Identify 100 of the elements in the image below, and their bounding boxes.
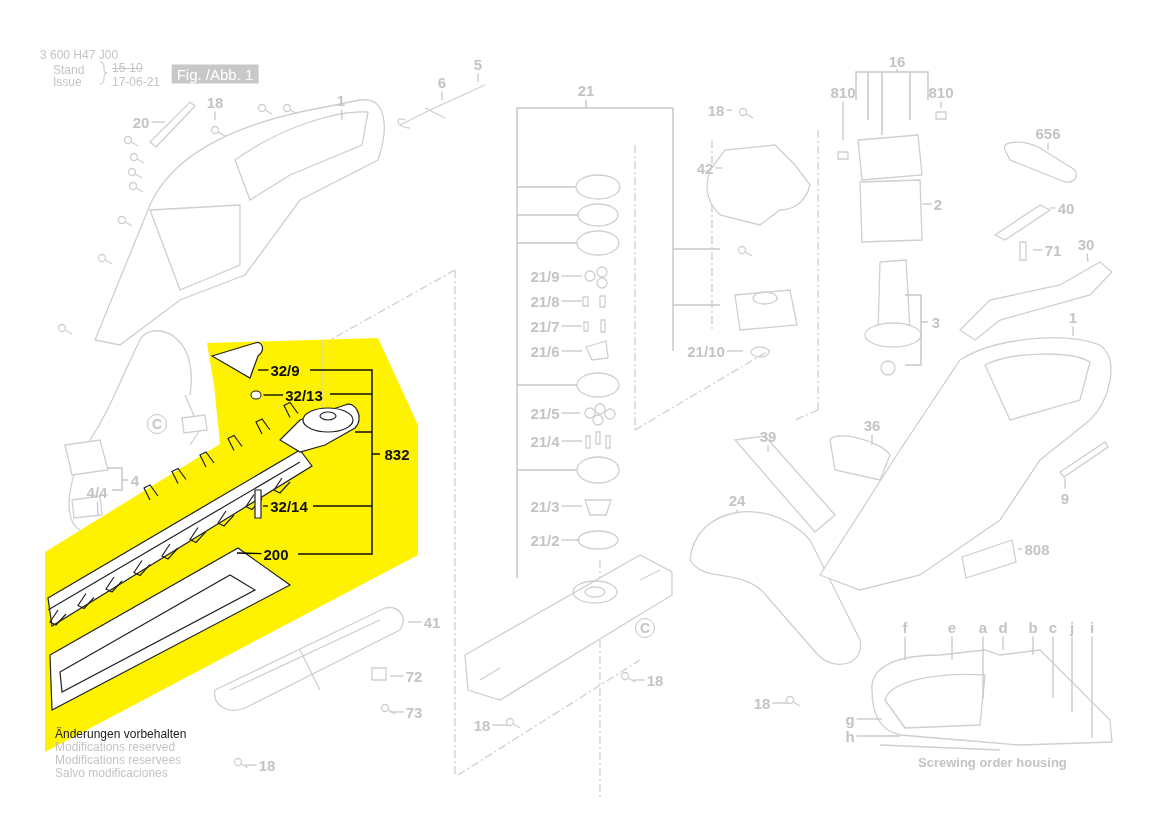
callout-number: f — [902, 618, 908, 636]
callout-number: 18 — [206, 93, 224, 111]
leader-line — [560, 440, 583, 442]
leader-line — [951, 635, 953, 661]
callout-number: 18 — [753, 694, 771, 712]
callout-number: i — [1089, 618, 1095, 636]
callout-number: 832 — [384, 445, 410, 463]
callout-number: b — [1028, 618, 1038, 636]
callout-number: 36 — [863, 416, 881, 434]
callout-number: 21/6 — [530, 342, 560, 360]
text-label: 15-10 — [112, 62, 143, 74]
leader-line — [632, 679, 646, 681]
leader-line — [1072, 325, 1074, 337]
leader-line — [407, 621, 423, 623]
leader-line — [150, 121, 166, 123]
leader-line — [236, 552, 263, 555]
leader-line — [560, 539, 581, 541]
callout-number: 4 — [130, 471, 140, 489]
note-text: Modifications reservees — [55, 754, 182, 766]
callout-number: 40 — [1057, 199, 1075, 217]
note-text: Salvo modificaciones — [55, 767, 168, 779]
leader-line — [1064, 477, 1066, 490]
leader-line — [491, 724, 509, 726]
callout-number: d — [998, 618, 1008, 636]
caption-text: Screwing order housing — [918, 756, 1067, 769]
callout-number: 72 — [405, 667, 423, 685]
leader-line — [560, 325, 583, 327]
leader-line — [340, 108, 343, 121]
callout-number: 21/9 — [530, 267, 560, 285]
leader-line — [1049, 207, 1057, 209]
leader-line — [560, 505, 583, 507]
leader-line — [855, 735, 901, 737]
callout-number: 18 — [473, 716, 491, 734]
callout-number: 41 — [423, 613, 441, 631]
callout-number: c — [1048, 618, 1058, 636]
leader-line — [1002, 635, 1004, 651]
callout-number: 9 — [1060, 489, 1070, 507]
callout-number: 20 — [132, 113, 150, 131]
leader-line — [441, 90, 443, 101]
callout-number: 18 — [646, 671, 664, 689]
nut-part — [250, 390, 262, 400]
callout-number: 16 — [888, 52, 906, 70]
callout-number: 21/4 — [530, 432, 560, 450]
callout-number: g — [845, 710, 855, 728]
leader-line — [767, 444, 769, 453]
leader-line — [560, 300, 583, 302]
callout-number: 656 — [1035, 124, 1061, 142]
callout-number: 200 — [263, 545, 289, 563]
callout-number: 18 — [258, 756, 276, 774]
callout-number: 42 — [696, 159, 714, 177]
leader-line — [560, 275, 583, 277]
leader-line — [560, 350, 583, 352]
leader-line — [871, 433, 873, 446]
callout-number: 32/14 — [270, 497, 308, 515]
leader-line — [1032, 249, 1044, 251]
leader-line — [257, 369, 270, 371]
leader-line — [1091, 635, 1093, 739]
callout-number: 2 — [933, 195, 943, 213]
leader-line — [1086, 252, 1089, 263]
leader-line — [940, 100, 942, 109]
leader-line — [262, 505, 269, 507]
callout-number: 6 — [437, 73, 447, 91]
callout-number: 32/13 — [285, 386, 323, 404]
callout-number: 71 — [1044, 241, 1062, 259]
leader-line — [262, 394, 284, 396]
date-text: 17-06-21 — [112, 76, 161, 88]
callout-number: 18 — [707, 101, 725, 119]
callout-number: 21/7 — [530, 317, 560, 335]
leader-line — [389, 711, 405, 713]
callout-number: 32/9 — [270, 361, 300, 379]
leader-line — [1047, 141, 1049, 151]
callout-number: 21/5 — [530, 404, 560, 422]
leader-line — [1017, 548, 1024, 550]
leader-line — [1032, 635, 1034, 656]
leader-line — [477, 72, 479, 83]
callout-number: 808 — [1024, 540, 1050, 558]
callout-number: 30 — [1077, 235, 1095, 253]
leader-line — [855, 718, 883, 720]
callout-number: 21/8 — [530, 292, 560, 310]
leader-line — [1052, 635, 1054, 699]
callout-number: 21 — [577, 81, 595, 99]
leader-line — [560, 412, 581, 414]
leader-line — [725, 109, 733, 111]
leader-line — [921, 203, 933, 205]
leader-line — [842, 100, 844, 141]
note-text: Modifications reserved — [55, 741, 176, 753]
callout-number: 21/2 — [530, 531, 560, 549]
callout-number: 21/3 — [530, 497, 560, 515]
callout-number: 39 — [759, 427, 777, 445]
leader-line — [771, 702, 789, 704]
callout-number: a — [978, 618, 988, 636]
callout-number: 4/4 — [86, 483, 108, 501]
leader-line — [726, 350, 744, 352]
callout-number: h — [845, 727, 855, 745]
callout-number: 24 — [728, 491, 746, 509]
leader-line — [1071, 635, 1073, 713]
leader-line — [714, 167, 723, 169]
callout-number: 3 — [931, 313, 941, 331]
leader-line — [389, 675, 405, 677]
callout-number: j — [1069, 618, 1075, 636]
